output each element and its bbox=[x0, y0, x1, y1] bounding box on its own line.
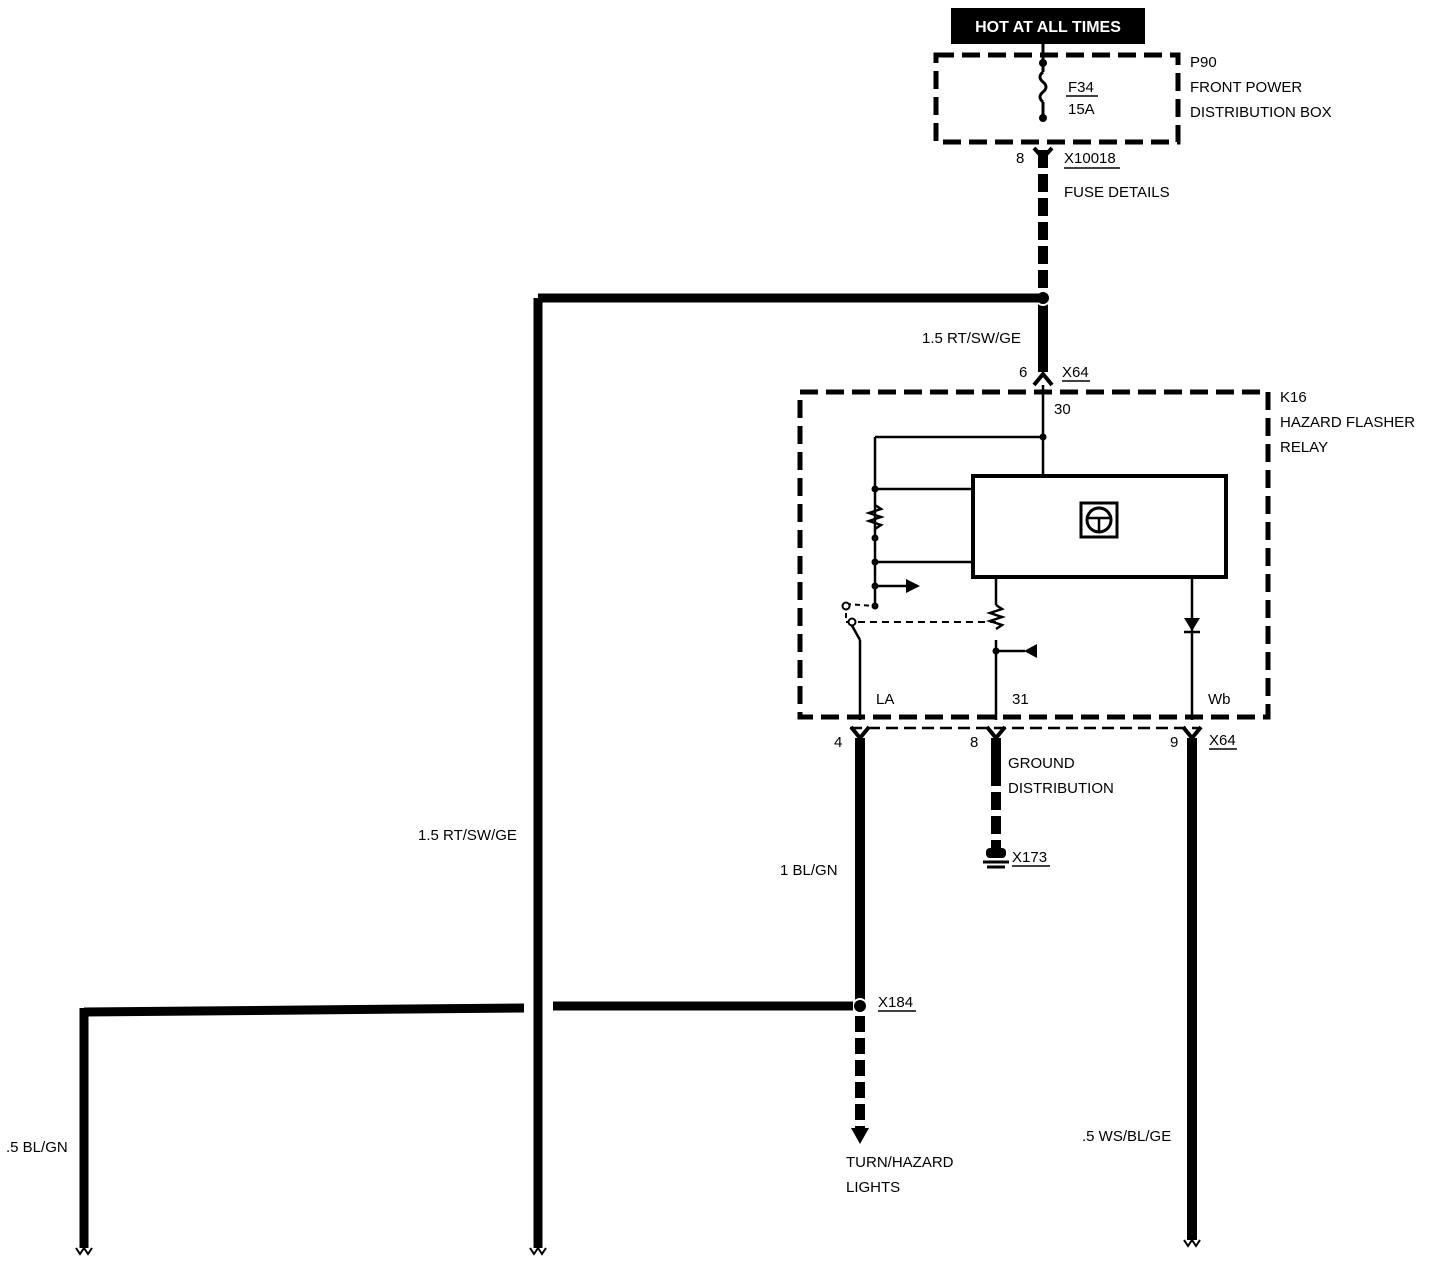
pin-la-number: 4 bbox=[834, 734, 842, 751]
fuse-box-outline bbox=[933, 52, 1181, 145]
pin-wb-number: 9 bbox=[1170, 734, 1178, 751]
connector-x10018-label: X10018 bbox=[1064, 150, 1116, 167]
wb-continuation-icon bbox=[1183, 1238, 1201, 1248]
hot-label: HOT AT ALL TIMES bbox=[975, 19, 1121, 36]
splice-x184-label: X184 bbox=[878, 994, 913, 1011]
relay-in-pin: 6 bbox=[1019, 364, 1027, 381]
relay-name-1: HAZARD FLASHER bbox=[1280, 414, 1415, 431]
relay-output-arrow-icon bbox=[906, 579, 920, 593]
terminal-31-label: 31 bbox=[1012, 691, 1029, 708]
relay-ground-arrow-icon bbox=[1024, 644, 1037, 658]
fuse-details-label: FUSE DETAILS bbox=[1064, 184, 1170, 201]
destination-label-2: LIGHTS bbox=[846, 1179, 900, 1196]
wb-output-wire-label: .5 WS/BL/GE bbox=[1082, 1128, 1171, 1145]
terminal-30-label: 30 bbox=[1054, 401, 1071, 418]
hot-at-all-times-banner: HOT AT ALL TIMES bbox=[951, 8, 1145, 44]
fuse-box-pin: 8 bbox=[1016, 150, 1024, 167]
relay-outline bbox=[797, 389, 1271, 720]
pin-31-number: 8 bbox=[970, 734, 978, 751]
ground-connector: X173 bbox=[1012, 849, 1047, 866]
relay-out-connector: X64 bbox=[1209, 732, 1236, 749]
fuse-box-name-2: DISTRIBUTION BOX bbox=[1190, 104, 1332, 121]
far-left-branch-left bbox=[83, 1003, 525, 1017]
fuse-top-node bbox=[1039, 59, 1047, 67]
left-trunk-continuation-icon bbox=[529, 1246, 547, 1256]
turn-hazard-arrow-icon bbox=[851, 1128, 869, 1144]
ground-label-2: DISTRIBUTION bbox=[1008, 780, 1114, 797]
fuse-bottom-node bbox=[1039, 114, 1047, 122]
steering-wheel-icon bbox=[1079, 501, 1119, 539]
supply-wire-label: 1.5 RT/SW/GE bbox=[922, 330, 1021, 347]
far-left-wire-label: .5 BL/GN bbox=[6, 1139, 68, 1156]
left-trunk-wire-label: 1.5 RT/SW/GE bbox=[418, 827, 517, 844]
diode-icon bbox=[1184, 618, 1200, 631]
ground-label-1: GROUND bbox=[1008, 755, 1075, 772]
relay-id: K16 bbox=[1280, 389, 1307, 406]
far-left-continuation-icon bbox=[75, 1246, 93, 1256]
la-output-wire-label: 1 BL/GN bbox=[780, 862, 838, 879]
terminal-wb-label: Wb bbox=[1208, 691, 1231, 708]
terminal-la-label: LA bbox=[876, 691, 894, 708]
splice-x184-node bbox=[852, 998, 868, 1014]
relay-name-2: RELAY bbox=[1280, 439, 1328, 456]
fuse-box-name-1: FRONT POWER bbox=[1190, 79, 1302, 96]
relay-in-connector: X64 bbox=[1062, 364, 1089, 381]
fuse-rating: 15A bbox=[1068, 101, 1095, 118]
fuse-id: F34 bbox=[1068, 79, 1094, 96]
connector-x64-in-symbol bbox=[1032, 370, 1054, 387]
fuse-box-id: P90 bbox=[1190, 54, 1217, 71]
ground-icon bbox=[983, 848, 1009, 869]
destination-label-1: TURN/HAZARD bbox=[846, 1154, 954, 1171]
